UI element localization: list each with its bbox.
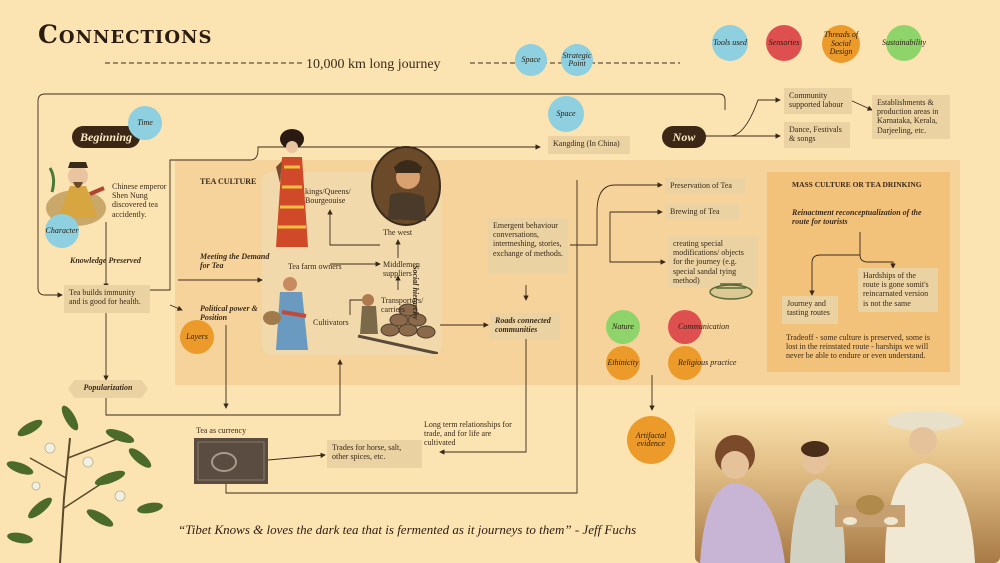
journey-label: 10,000 km long journey [306,57,441,72]
long-term-relationships-label: Long term relationships for trade, and f… [424,420,512,448]
reinactment-label: Reinactment reconceptualization of the r… [792,208,922,227]
transporters-label: Transporters/ carriers [381,296,424,315]
legend-threads-social-design: Threads of Social Design [822,25,860,63]
tea-currency-label: Tea as currency [196,426,247,435]
social-hierarchy-label: Social hierarchy [411,265,420,320]
roads-connected-box: Roads connected communities [490,313,560,339]
special-modifications-box: creating special modifications/ objects … [668,236,758,288]
strategic-point-circle: Strategic Point [561,44,593,76]
now-pill: Now [662,126,706,148]
victorian-woman-illustration [276,129,308,247]
the-west-label: The west [383,228,413,237]
jeff-fuchs-quote: “Tibet Knows & loves the dark tea that i… [178,522,637,537]
beginning-pill: Beginning [72,126,140,148]
transporters-illustration [357,294,438,354]
sandal-illustration [709,283,753,300]
knowledge-preserved-label: Knowledge Preserved [70,256,141,265]
emperor-shen-nung-illustration [46,162,106,226]
legend-sensories: Sensories [766,25,802,61]
character-circle: Character [45,214,79,248]
dance-festivals-box: Dance, Festivals & songs [784,122,850,148]
meeting-demand-label: Meeting the Demand for Tea [200,252,270,271]
mass-culture-title: MASS CULTURE OR TEA DRINKING [792,180,922,189]
legend-tools-used: Tools used [712,25,748,61]
community-labour-box: Community supported labour [784,88,852,114]
cultivators-label: Cultivators [313,318,349,327]
page-title: Connections [38,20,213,49]
space-circle-kangding: Space [548,96,584,132]
emergent-behaviour-box: Emergent behaviour conversations, interm… [488,218,568,274]
kings-queens-label: kings/Queens/ Bourgeouise [305,187,351,206]
tradeoff-text: Tradeoff - some culture is preserved, so… [786,333,930,361]
kangding-box: Kangding (In China) [548,136,630,154]
religious-practice-circle: Religious practice [668,346,736,380]
the-west-portrait [371,146,441,226]
emperor-text: Chinese emperor Shen Nung discovered tea… [112,182,167,219]
ethinicity-circle: Ethinicity [606,346,640,380]
tea-plant-illustration [6,405,163,563]
establishments-box: Establishments & production areas in Kar… [872,95,950,139]
journey-tasting-box: Journey and tasting routes [782,296,838,324]
layers-circle: Layers [180,320,214,354]
communication-circle: Communication [668,310,729,344]
tea-farm-owners-label: Tea farm owners [288,262,342,271]
nature-circle: Nature [606,310,640,344]
popularization-tag: Popularization [68,380,148,398]
political-power-label: Political power & Position [200,304,258,323]
immunity-box: Tea builds immunity and is good for heal… [64,285,150,313]
legend-sustainability: Sustainability [882,25,926,61]
hardships-box: Hardships of the route is gone somit's r… [858,268,938,312]
preservation-box: Preservation of Tea [665,178,745,194]
tea-culture-title: TEA CULTURE [200,177,257,186]
time-circle: Time [128,106,162,140]
tea-farmer-woman-illustration [263,277,308,350]
tea-brick-illustration [194,438,268,484]
trades-box: Trades for horse, salt, other spices, et… [327,440,422,468]
brewing-box: Brewing of Tea [665,204,739,220]
space-circle-top: Space [515,44,547,76]
middlemen-suppliers-label: Middlemen suppliers [383,260,420,279]
artifactal-evidence-circle: Artifactal evidence [627,416,675,464]
tea-party-photo [695,405,1000,563]
